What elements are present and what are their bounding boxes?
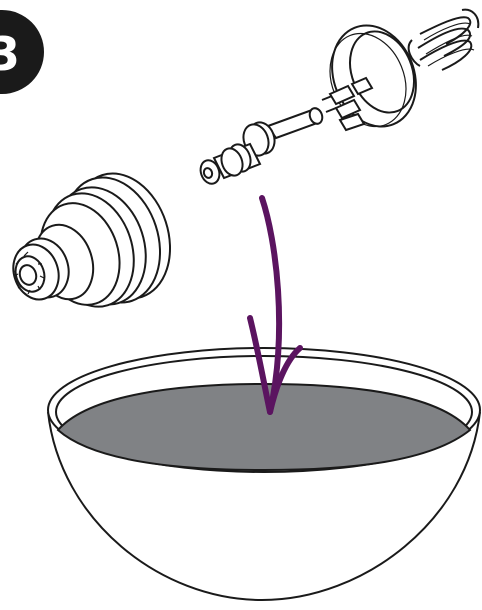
cartridge-cap	[321, 24, 417, 132]
arrow-shaft	[259, 195, 283, 415]
spring	[407, 8, 480, 71]
liquid-surface	[56, 382, 472, 472]
bowl-with-liquid	[47, 347, 481, 602]
step-badge: 3	[0, 10, 44, 94]
cartridge-body	[12, 172, 172, 308]
down-arrow	[247, 195, 303, 415]
step-badge-circle	[0, 10, 44, 94]
step-number: 3	[0, 27, 20, 81]
valve-stem	[199, 107, 324, 185]
arrow-head	[247, 315, 303, 415]
